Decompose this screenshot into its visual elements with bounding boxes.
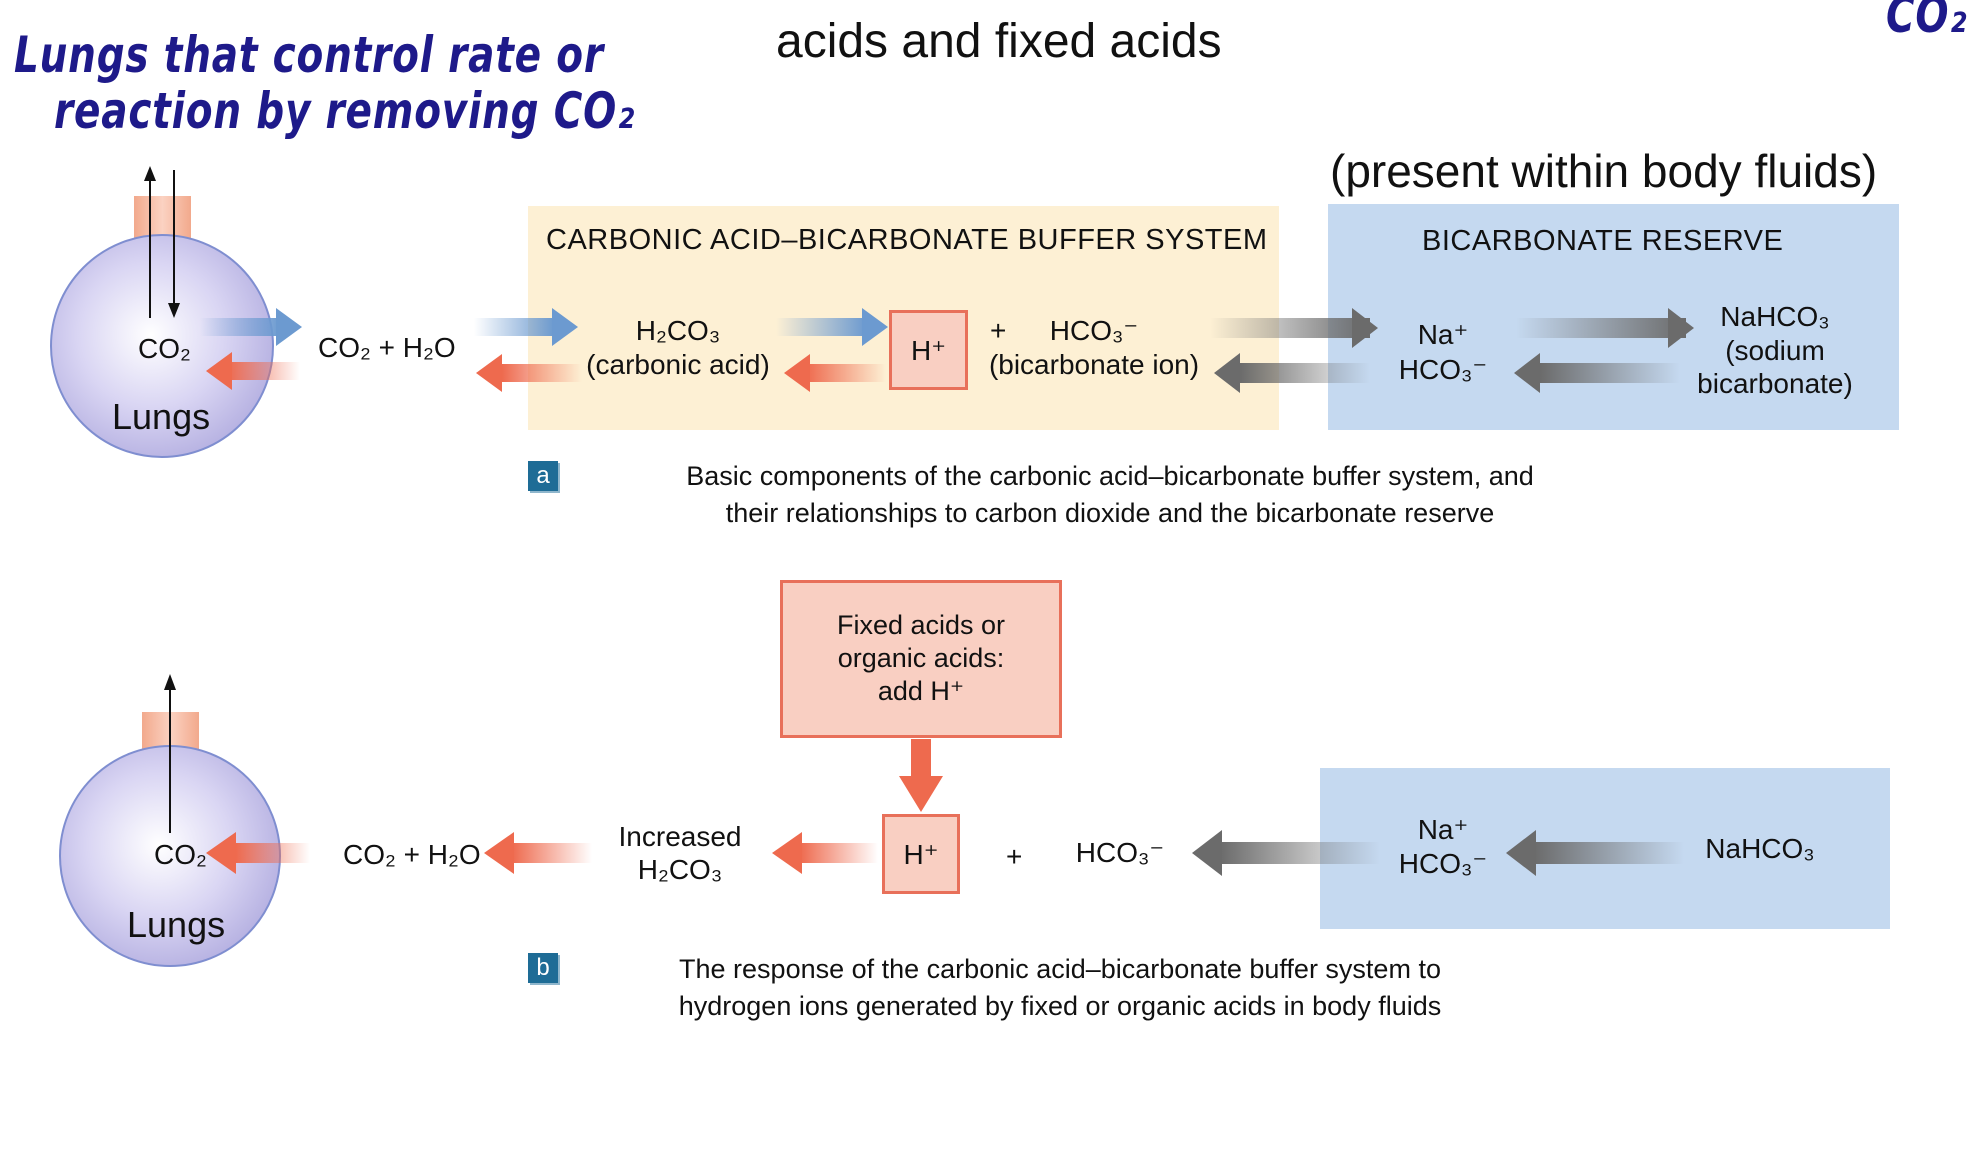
caption-a-line1: Basic components of the carbonic acid–bi… xyxy=(686,461,1534,491)
arrow-red-from-h2co3 xyxy=(476,354,582,392)
h-ion-box-a: H⁺ xyxy=(889,310,968,390)
arrow-gray-to-nahco3 xyxy=(1516,308,1694,348)
arrow-gray-from-reserve xyxy=(1214,353,1370,393)
arrow-gray-b-to-hco3 xyxy=(1192,830,1380,876)
arrow-red-from-h-ion xyxy=(784,354,886,392)
co2-h2o-b-label: CO₂ + H₂O xyxy=(343,839,481,870)
badge-b: b xyxy=(528,953,558,983)
carbonic-acid-label: (carbonic acid) xyxy=(586,349,770,380)
lungs-b-co2-label: CO₂ xyxy=(154,839,207,870)
lungs-a-icon xyxy=(50,166,274,458)
hco3-b-formula: HCO₃⁻ xyxy=(1075,837,1165,868)
title-line2: acids and fixed acids xyxy=(776,15,1222,68)
handwritten-corner-note: CO₂ xyxy=(1886,0,1967,44)
hco3-a-formula: HCO₃⁻ xyxy=(1049,315,1139,346)
arrow-gray-b-to-na-hco3 xyxy=(1506,830,1684,876)
bicarbonate-reserve-panel-a xyxy=(1328,204,1899,430)
h-ion-box-b: H⁺ xyxy=(882,814,960,894)
caption-b-line2: hydrogen ions generated by fixed or orga… xyxy=(678,991,1442,1021)
arrow-red-b-to-h2co3 xyxy=(772,832,878,874)
plus-b: + xyxy=(1006,841,1023,872)
arrow-gray-from-nahco3 xyxy=(1514,353,1680,393)
h2co3-b-formula: H₂CO₃ xyxy=(637,854,723,885)
lungs-a-label: Lungs xyxy=(112,396,211,437)
arrow-blue-to-h-ion xyxy=(776,308,888,346)
arrow-gray-to-reserve xyxy=(1210,308,1378,348)
fixed-acids-line3: add H⁺ xyxy=(877,676,965,706)
h-ion-a-text: H⁺ xyxy=(911,334,946,366)
fixed-acids-box: Fixed acids or organic acids: add H⁺ xyxy=(780,580,1062,738)
increased-label: Increased xyxy=(618,821,742,852)
badge-a: a xyxy=(528,461,558,491)
plus-a: + xyxy=(990,315,1007,346)
arrow-blue-lungs-to-co2h2o xyxy=(200,308,302,346)
present-within-note: (present within body fluids) xyxy=(1330,145,1878,197)
handwritten-note-line2: reaction by removing CO₂ xyxy=(54,82,635,140)
arrow-red-b-to-lungs xyxy=(206,832,310,874)
h-ion-b-text: H⁺ xyxy=(903,838,939,870)
lungs-b-label: Lungs xyxy=(127,904,226,945)
arrow-red-b-to-co2h2o xyxy=(484,832,592,874)
arrow-blue-to-h2co3 xyxy=(474,308,578,346)
reserve-hco3-a: HCO₃⁻ xyxy=(1398,354,1488,385)
lungs-a-co2-label: CO₂ xyxy=(138,333,191,364)
co2-h2o-a-label: CO₂ + H₂O xyxy=(318,332,456,363)
handwritten-note-line1: Lungs that control rate or xyxy=(14,26,604,84)
bicarbonate-ion-label: (bicarbonate ion) xyxy=(988,349,1200,380)
fixed-acids-line2: organic acids: xyxy=(837,643,1005,673)
nahco3-b-formula: NaHCO₃ xyxy=(1705,833,1815,864)
reserve-hco3-b: HCO₃⁻ xyxy=(1398,848,1488,879)
na-ion-b: Na⁺ xyxy=(1417,814,1469,845)
nahco3-a-formula: NaHCO₃ xyxy=(1720,301,1830,332)
sodium-label: (sodium xyxy=(1725,335,1825,366)
bicarbonate-label: bicarbonate) xyxy=(1697,368,1853,399)
h2co3-a-formula: H₂CO₃ xyxy=(635,315,721,346)
caption-b-line1: The response of the carbonic acid–bicarb… xyxy=(679,954,1441,984)
na-ion-a: Na⁺ xyxy=(1417,319,1469,350)
caption-a-line2: their relationships to carbon dioxide an… xyxy=(725,498,1495,528)
fixed-acids-line1: Fixed acids or xyxy=(836,610,1006,640)
arrow-red-co2h2o-to-lungs xyxy=(206,352,300,390)
buffer-system-heading: CARBONIC ACID–BICARBONATE BUFFER SYSTEM xyxy=(546,224,1268,256)
arrow-red-fixed-to-h-ion xyxy=(899,739,943,812)
bicarbonate-reserve-heading: BICARBONATE RESERVE xyxy=(1422,225,1784,257)
